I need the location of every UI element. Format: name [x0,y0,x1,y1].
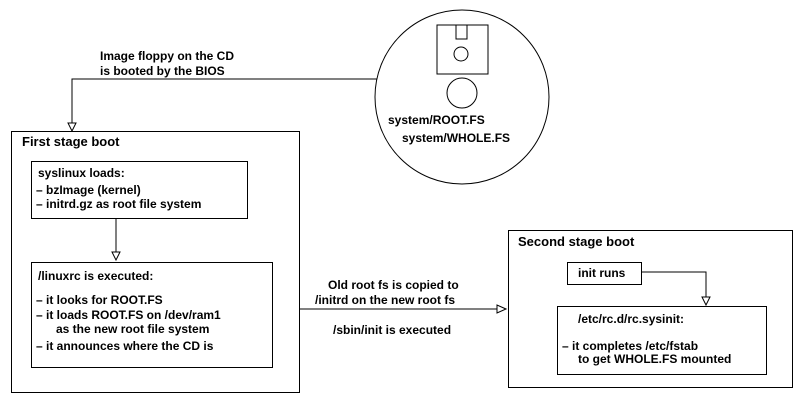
cd-file-whole-fs: system/WHOLE.FS [402,131,511,145]
init-runs-label: init runs [578,266,626,280]
transition-copy-line1: Old root fs is copied to [328,278,459,292]
linuxrc-box [31,262,273,368]
transition-copy-line2: /initrd on the new root fs [315,293,455,307]
syslinux-box [31,161,248,219]
bios-note-line2: is booted by the BIOS [100,64,225,78]
sysinit-item-completes-cont: to get WHOLE.FS mounted [578,352,732,366]
second-stage-boot-box [508,230,793,388]
sysinit-title: /etc/rc.d/rc.sysinit: [578,312,685,326]
linuxrc-item-loads: – it loads ROOT.FS on /dev/ram1 [36,308,221,322]
bios-note-line1: Image floppy on the CD [100,49,235,63]
init-runs-box [567,262,642,285]
syslinux-title: syslinux loads: [38,166,125,180]
arrow-cd-to-first-stage [67,78,377,133]
transition-exec-line: /sbin/init is executed [333,323,452,337]
linuxrc-item-announces: – it announces where the CD is [36,339,214,353]
cd-disc-icon [374,9,550,185]
arrow-first-to-second-stage [300,304,508,314]
first-stage-boot-title: First stage boot [22,134,120,149]
arrow-syslinux-to-linuxrc [111,219,121,262]
arrow-init-to-sysinit [642,271,711,307]
linuxrc-item-loads-cont: as the new root file system [56,322,210,336]
syslinux-item-initrd: – initrd.gz as root file system [36,197,202,211]
syslinux-item-bzimage: – bzImage (kernel) [36,183,141,197]
sysinit-item-completes: – it completes /etc/fstab [562,339,699,353]
linuxrc-item-looks: – it looks for ROOT.FS [36,293,163,307]
sysinit-box [557,306,767,375]
second-stage-boot-title: Second stage boot [518,234,635,249]
first-stage-boot-box [11,131,300,393]
floppy-disk-icon [436,24,489,75]
cd-file-root-fs: system/ROOT.FS [388,113,485,127]
linuxrc-title: /linuxrc is executed: [38,269,154,283]
